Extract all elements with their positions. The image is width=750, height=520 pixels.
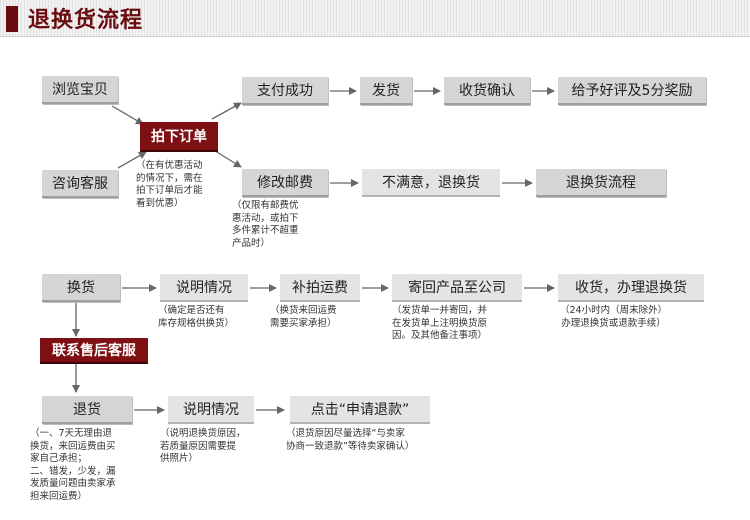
note-promo: （在有优惠活动 的情况下，需在 拍下订单后才能 看到优惠）: [136, 160, 203, 209]
node-unsatisfied: 不满意，退换货: [362, 169, 500, 197]
node-apply: 点击“申请退款”: [290, 396, 430, 424]
page-header: 退换货流程: [0, 0, 750, 37]
node-flow: 退换货流程: [536, 169, 666, 197]
note-choose: （退货原因尽量选择“与卖家 协商一致退款”等待卖家确认）: [286, 428, 415, 452]
note-freight: （换货来回运费 需要买家承担）: [270, 305, 337, 329]
node-browse: 浏览宝贝: [42, 76, 118, 104]
node-exchange: 换货: [42, 274, 120, 302]
node-contact: 联系售后客服: [40, 338, 148, 364]
node-explain-refund: 说明情况: [168, 396, 254, 424]
arrow-order-modify: [211, 148, 242, 168]
note-stock: （确定是否还有 库存规格供换货）: [158, 305, 235, 329]
node-explain-exchange: 说明情况: [160, 274, 248, 302]
node-modify: 修改邮费: [242, 169, 328, 197]
note-reason: （说明退换货原因， 若质量原因需要提 供照片）: [160, 428, 246, 464]
node-sendback: 寄回产品至公司: [392, 274, 522, 302]
node-ship: 发货: [360, 77, 412, 105]
note-rules: （一、7天无理由退 换货，来回运费由买 家自己承担； 二、错发，少发，漏 发质量…: [30, 428, 116, 502]
page-title: 退换货流程: [28, 8, 144, 33]
arrow-browse-order: [111, 105, 144, 125]
arrow-order-paid: [211, 102, 242, 120]
node-receive: 收货，办理退换货: [558, 274, 704, 302]
node-refund: 退货: [42, 396, 132, 424]
note-hours: （24小时内（周末除外） 办理退换货或退款手续）: [560, 305, 668, 329]
node-review: 给予好评及5分奖励: [558, 77, 706, 105]
note-postage: （仅限有邮费优 惠活动，或拍下 多件累计不超重 产品时）: [232, 200, 299, 249]
node-consult: 咨询客服: [42, 170, 118, 198]
node-repay: 补拍运费: [280, 274, 360, 302]
node-confirm: 收货确认: [444, 77, 530, 105]
node-paid: 支付成功: [242, 77, 328, 105]
note-slip: （发货单一并寄回，并 在发货单上注明换货原 因。及其他备注事项）: [392, 305, 488, 341]
arrow-consult-order: [117, 151, 147, 169]
header-accent-bar: [6, 6, 18, 32]
node-order: 拍下订单: [140, 122, 218, 152]
